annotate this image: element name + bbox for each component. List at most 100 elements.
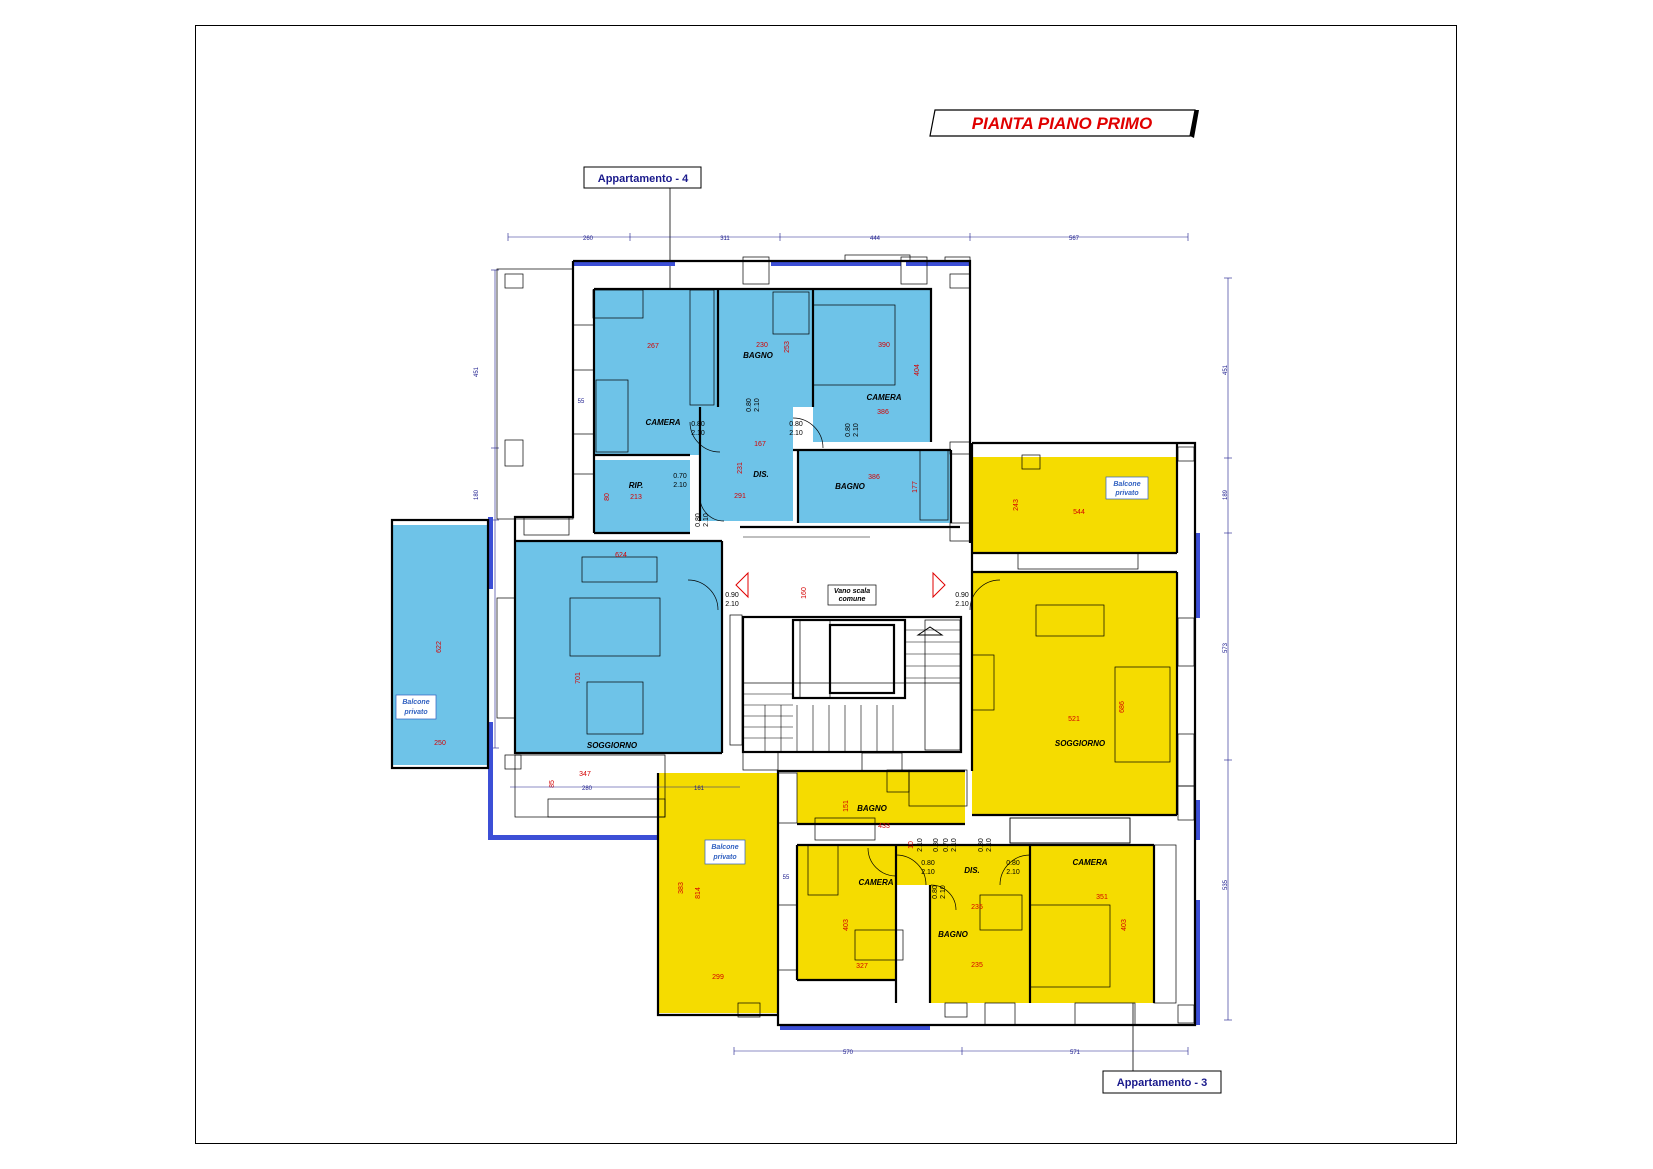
bidet-apt3 xyxy=(886,769,910,793)
wall-details xyxy=(496,254,1195,1026)
wardrobe-apt4 xyxy=(689,289,715,406)
stair-label: Vano scala comune xyxy=(827,584,877,606)
dim-right-2: 189 xyxy=(1223,489,1229,500)
bed-single-apt4 xyxy=(595,379,629,453)
balcony-west-line2: privato xyxy=(403,709,428,716)
stair-treads xyxy=(743,536,960,752)
dining-table-apt3 xyxy=(1035,604,1105,637)
dim-r5: 404 xyxy=(914,364,921,376)
title-block: PIANTA PIANO PRIMO xyxy=(929,109,1199,138)
room-labels: CAMERA BAGNO CAMERA DIS. RIP. BAGNO SOGG… xyxy=(587,351,1108,939)
door-d5-h: 2.10 xyxy=(725,601,739,608)
door-d6-h: 2.10 xyxy=(955,601,969,608)
door-d8-w: 0.80 xyxy=(1006,860,1020,867)
apt3-camera-2-fill xyxy=(1030,845,1154,1003)
balcony-southwest-line1: Balcone xyxy=(711,844,738,851)
dim-r31: 686 xyxy=(1119,701,1126,713)
dim-b1: 55 xyxy=(578,399,585,405)
apartment-3-rooms xyxy=(658,457,1177,1013)
balcony-northeast-fill xyxy=(972,457,1177,553)
door-d1-h: 2.10 xyxy=(691,430,705,437)
door-labels: 0.80 2.10 0.80 2.10 0.70 2.10 0.80 2.10 … xyxy=(673,398,1020,899)
dim-r27: 235 xyxy=(971,962,983,969)
dim-top-4: 567 xyxy=(1069,236,1080,242)
dim-r26: 235 xyxy=(971,904,983,911)
bed-double-apt3 xyxy=(1029,904,1111,988)
dim-r24: 403 xyxy=(843,919,850,931)
dim-r36: 10 xyxy=(908,841,915,849)
dim-bottom-2: 571 xyxy=(1070,1050,1081,1056)
door-d9-w: 0.80 xyxy=(845,423,852,437)
dimension-lines xyxy=(491,233,1232,1055)
dim-left-2: 180 xyxy=(474,489,480,500)
door-d6-w: 0.90 xyxy=(955,592,969,599)
door-d2-w: 0.80 xyxy=(789,421,803,428)
dim-right-4: 535 xyxy=(1223,879,1229,890)
dim-r14: 701 xyxy=(575,672,582,684)
dim-r22: 814 xyxy=(695,887,702,899)
shower-apt4 xyxy=(772,291,810,335)
dim-r34: 160 xyxy=(801,587,808,599)
dim-r21: 383 xyxy=(678,882,685,894)
bed-single-apt3 xyxy=(854,929,904,961)
room-apt3-bagno-2: BAGNO xyxy=(938,930,969,939)
door-d9-h: 2.10 xyxy=(853,423,860,437)
room-apt4-dis: DIS. xyxy=(753,470,769,479)
dim-r12: 177 xyxy=(912,481,919,493)
dim-r13: 624 xyxy=(615,552,627,559)
dim-r30: 521 xyxy=(1068,716,1080,723)
kitchen-apt4 xyxy=(729,614,743,746)
window-frames xyxy=(488,261,1200,1030)
door-d12-w: 0.80 xyxy=(978,838,985,852)
apartment-4-label: Appartamento - 4 xyxy=(598,173,689,185)
apt4-rip-fill xyxy=(594,460,690,533)
door-d13-h: 2.10 xyxy=(940,885,947,899)
apt4-soggiorno-fill xyxy=(515,541,722,753)
plan-title: PIANTA PIANO PRIMO xyxy=(972,114,1152,133)
room-apt3-camera-2: CAMERA xyxy=(1072,858,1107,867)
door-d14-w: 0.80 xyxy=(933,838,940,852)
dim-r10: 291 xyxy=(734,493,746,500)
apt4-bagno-1-fill xyxy=(718,289,813,407)
door-d2-h: 2.10 xyxy=(789,430,803,437)
apt4-dis-fill xyxy=(700,407,793,521)
dim-r4: 253 xyxy=(784,341,791,353)
room-apt3-dis: DIS. xyxy=(964,866,980,875)
dim-bottom-1: 570 xyxy=(843,1050,854,1056)
balcony-northeast-line1: Balcone xyxy=(1113,481,1140,488)
apt4-camera-2-fill xyxy=(813,289,931,442)
door-d10-w: 0.80 xyxy=(695,513,702,527)
dim-top-1: 260 xyxy=(583,236,594,242)
dim-r18: 85 xyxy=(549,780,556,788)
door-swings xyxy=(687,417,1031,911)
room-apt3-bagno-1: BAGNO xyxy=(857,804,888,813)
balcony-southwest-fill xyxy=(658,773,778,1013)
shower-apt3 xyxy=(979,894,1023,931)
door-d11-h: 2.10 xyxy=(951,838,958,852)
bed-double-apt4 xyxy=(812,304,896,386)
door-d3-h: 2.10 xyxy=(673,482,687,489)
dim-r1: 267 xyxy=(647,343,659,350)
kitchen-apt3 xyxy=(1009,817,1131,844)
dim-r28: 351 xyxy=(1096,894,1108,901)
dim-r15: 622 xyxy=(436,641,443,653)
dim-right-1: 451 xyxy=(1223,364,1229,375)
dim-r32: 243 xyxy=(1013,499,1020,511)
balcony-southwest-line2: privato xyxy=(712,854,737,861)
room-apt3-camera-1: CAMERA xyxy=(858,878,893,887)
apt3-camera-1-fill xyxy=(797,845,896,980)
door-d7-h: 2.10 xyxy=(921,869,935,876)
apt4-bagno-2-fill xyxy=(798,450,951,523)
room-apt4-rip: RIP. xyxy=(629,481,644,490)
balcony-northeast-line2: privato xyxy=(1114,490,1139,497)
stair-label-line1: Vano scala xyxy=(834,588,870,595)
apt3-soggiorno-fill xyxy=(972,572,1177,815)
apt4-camera-1-fill xyxy=(594,289,718,455)
room-apt3-soggiorno: SOGGIORNO xyxy=(1055,739,1106,748)
dim-r25: 327 xyxy=(856,963,868,970)
sofa-apt3 xyxy=(1114,666,1171,763)
dim-top-3: 444 xyxy=(870,236,881,242)
apartment-3-label: Appartamento - 3 xyxy=(1117,1077,1207,1089)
apartment-4-rooms xyxy=(392,289,951,765)
